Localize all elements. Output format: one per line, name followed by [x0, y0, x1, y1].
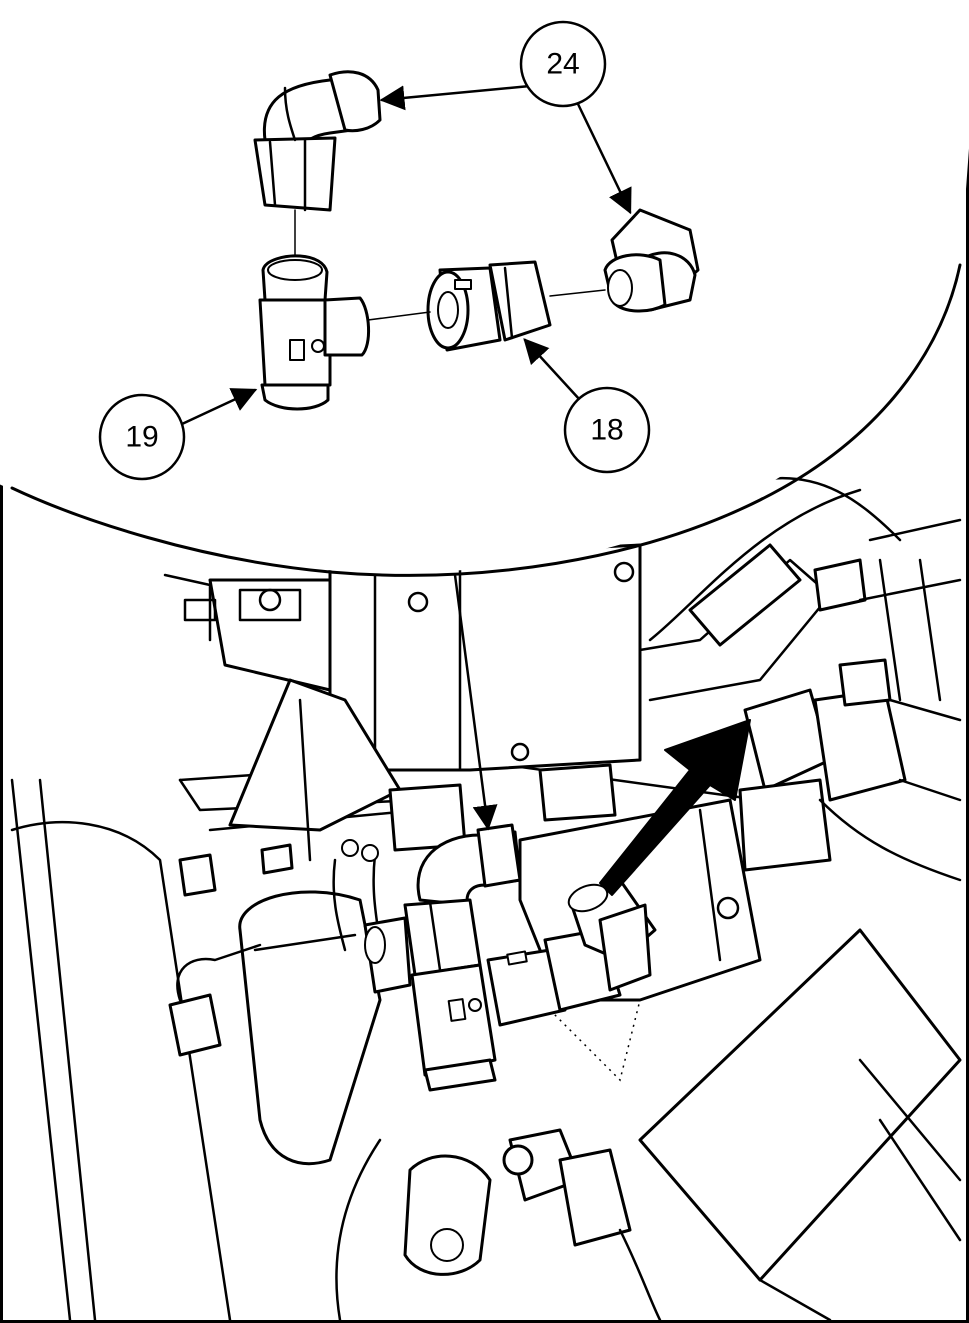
detail-leader-line — [453, 573, 498, 831]
callout-24-leader-elbow-right — [576, 102, 632, 215]
location-arrow — [599, 719, 751, 896]
callout-18-label: 18 — [590, 414, 623, 447]
callout-19-leader — [180, 388, 258, 426]
callout-24: 24 — [379, 20, 632, 215]
union-fitting-part — [426, 260, 552, 352]
callout-19: 19 — [98, 388, 258, 481]
callout-18-circle — [563, 386, 651, 474]
callout-18: 18 — [523, 338, 651, 474]
callout-19-label: 19 — [125, 421, 158, 454]
callout-24-label: 24 — [546, 48, 579, 81]
installed-fittings — [363, 823, 657, 1092]
machine-assembly — [10, 476, 962, 1322]
callout-19-circle — [98, 393, 186, 481]
callout-24-circle — [519, 20, 607, 108]
callout-18-leader — [523, 338, 582, 402]
elbow-fitting-part-right — [603, 208, 700, 313]
elbow-fitting-part — [253, 70, 382, 212]
callout-24-leader-elbow — [379, 84, 532, 111]
detail-view: 24 19 18 — [10, 20, 962, 831]
tee-fitting-part — [258, 254, 371, 411]
